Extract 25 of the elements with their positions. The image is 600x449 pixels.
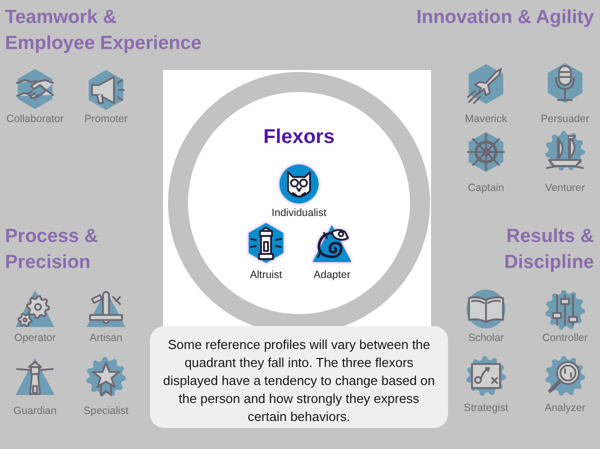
- profile-label: Operator: [14, 332, 56, 345]
- note-text: Some reference profiles will vary between the quadrant they fall into. The three flexors displayed have a tendency to change based on the person and how strongly they express certain behaviors.: [162, 336, 436, 426]
- profile-label: Captain: [468, 182, 504, 195]
- profile-label: Collaborator: [6, 113, 64, 126]
- profile-label: Artisan: [90, 332, 122, 345]
- profile-label: Guardian: [13, 405, 57, 418]
- profile-label: Scholar: [468, 332, 504, 345]
- profile-label: Analyzer: [544, 402, 586, 415]
- quadrant-heading: Process & Precision: [5, 225, 99, 275]
- ring-outline: [168, 72, 430, 326]
- profile-label: Venturer: [545, 182, 585, 195]
- profile-label: Individualist: [272, 207, 326, 220]
- note-panel: [150, 326, 448, 428]
- quadrant-heading: Results & Discipline: [503, 225, 594, 275]
- section-heading: Flexors: [262, 125, 336, 149]
- profile-label: Controller: [542, 332, 588, 345]
- profile-label: Adapter: [314, 269, 350, 282]
- profile-label: Promoter: [84, 113, 128, 126]
- quadrant-heading: Teamwork & Employee Experience: [5, 6, 202, 56]
- profile-label: Persuader: [540, 113, 590, 126]
- quadrant-heading: Innovation & Agility: [416, 6, 594, 30]
- profile-label: Strategist: [464, 402, 508, 415]
- profile-label: Maverick: [464, 113, 507, 126]
- profile-label: Altruist: [250, 269, 282, 282]
- profile-label: Specialist: [84, 405, 128, 418]
